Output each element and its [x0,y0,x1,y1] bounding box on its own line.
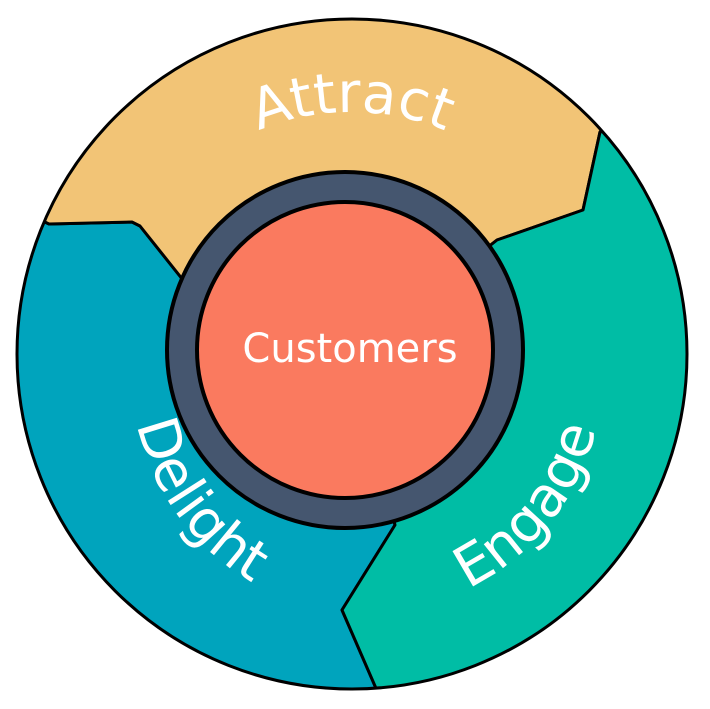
outer-ring-outline [15,17,689,691]
customers-label: Customers [242,326,457,372]
customers-circle[interactable] [195,200,495,500]
